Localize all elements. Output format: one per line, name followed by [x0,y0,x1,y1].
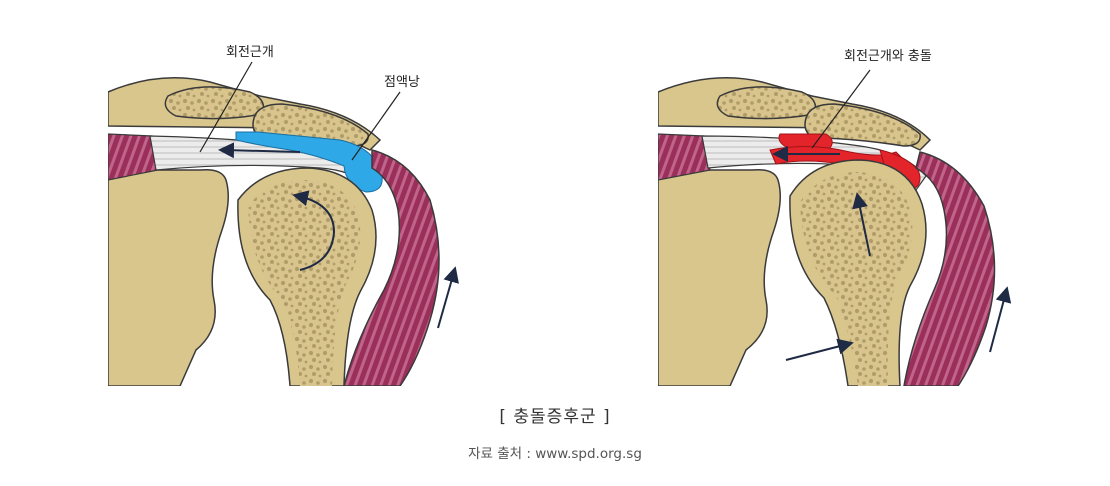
left-upward-arrow [437,266,459,329]
right-acromion-segment-1 [716,86,817,120]
left-acromion-segment-1 [164,86,265,120]
right-scapula [658,168,781,386]
left-humerus-marrow [248,180,361,386]
left-leader-rotator-cuff [199,61,253,153]
right-shoulder-impingement [658,77,996,386]
right-upward-arrow [989,286,1012,353]
left-bursa [235,131,383,193]
left-scapula [108,168,229,386]
right-leader-impingement [811,69,871,149]
label-impingement: 회전근개와 충돌 [844,49,932,64]
right-muscle-left [658,133,711,181]
left-leader-bursa [351,91,401,161]
left-tendon-arrow [218,142,301,159]
right-deltoid-muscle [903,151,996,386]
label-rotator-cuff: 회전근개 [226,45,274,60]
right-humerus-up-arrow [852,192,871,257]
left-shoulder-normal [108,77,440,386]
right-impingement-top [778,133,833,149]
left-rotation-arrow [292,190,336,271]
figure-title: [ 충돌증후군 ] [499,407,611,427]
right-push-arrow [785,338,854,361]
figure-source: 자료 출처 : www.spd.org.sg [468,446,642,462]
label-bursa: 점액낭 [384,75,420,90]
left-deltoid-muscle [343,149,440,386]
right-humerus-marrow [800,172,913,386]
